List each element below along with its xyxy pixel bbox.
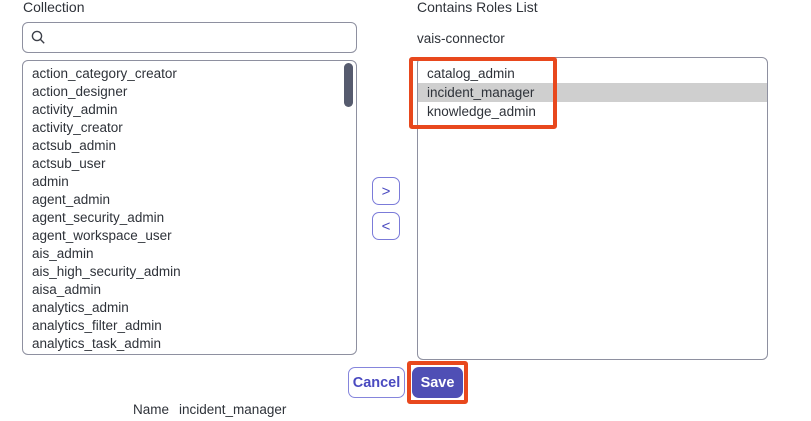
list-item[interactable]: incident_manager [418, 83, 767, 102]
collection-search [22, 22, 357, 53]
list-item[interactable]: catalog_admin [427, 66, 515, 81]
list-item[interactable]: actsub_admin [32, 138, 117, 153]
cancel-button[interactable]: Cancel [348, 367, 405, 398]
collection-label: Collection [23, 0, 85, 15]
list-item[interactable]: aisa_admin [32, 282, 102, 297]
group-name-text: vais-connector [417, 31, 505, 46]
list-item[interactable]: analytics_filter_admin [32, 318, 162, 333]
list-item[interactable]: agent_security_admin [32, 210, 165, 225]
list-item[interactable]: action_category_creator [32, 66, 177, 81]
list-item[interactable]: analytics_admin [32, 300, 129, 315]
contains-roles-list-label: Contains Roles List [417, 0, 538, 15]
search-icon [31, 30, 45, 44]
list-item[interactable]: ais_high_security_admin [32, 264, 181, 279]
list-item[interactable]: agent_workspace_user [32, 228, 172, 243]
list-item[interactable]: ais_admin [32, 246, 94, 261]
list-item[interactable]: agent_admin [32, 192, 111, 207]
list-item[interactable]: knowledge_admin [427, 104, 536, 119]
list-item[interactable]: analytics_task_admin [32, 336, 162, 351]
save-button[interactable]: Save [412, 367, 463, 398]
name-label: Name [133, 402, 170, 417]
list-item[interactable]: activity_creator [32, 120, 123, 135]
list-item[interactable]: action_designer [32, 84, 128, 99]
roles-listbox: catalog_admin incident_manager knowledge_a… [417, 57, 768, 360]
move-left-button[interactable]: < [372, 212, 400, 240]
scrollbar-thumb[interactable] [344, 63, 353, 107]
list-item[interactable]: actsub_user [32, 156, 106, 171]
collection-search-input[interactable] [52, 30, 348, 45]
list-item[interactable]: admin [32, 174, 69, 189]
move-right-button[interactable]: > [372, 177, 400, 205]
list-item[interactable]: analytics_viewer [23, 353, 356, 354]
list-item[interactable]: activity_admin [32, 102, 118, 117]
name-row: Name incident_manager [133, 402, 286, 417]
name-value: incident_manager [179, 402, 287, 417]
